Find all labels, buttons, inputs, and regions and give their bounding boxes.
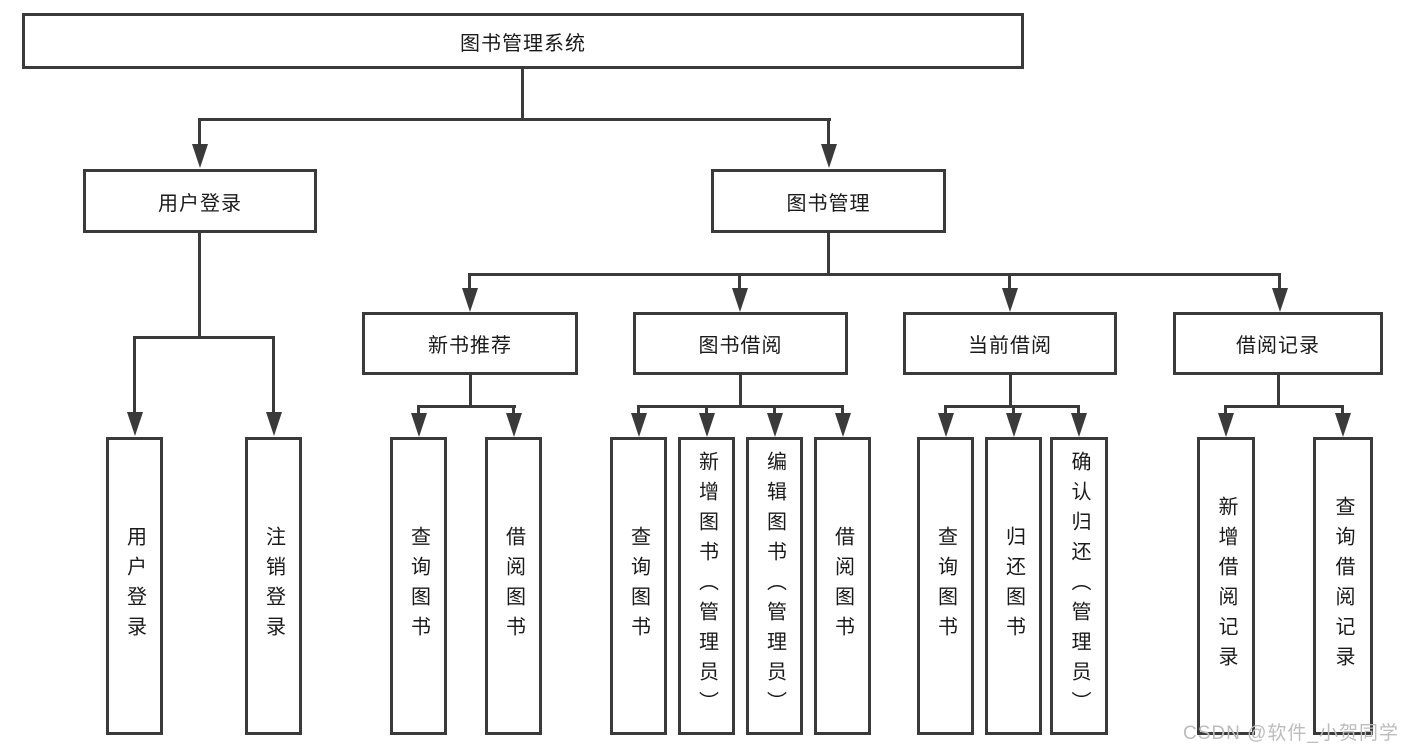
connector-v [133,336,136,413]
connector-v [468,273,471,289]
node-label: 编辑图书（管理员） [763,451,786,721]
node-label: 用户登录 [123,526,146,646]
node-query-books-current: 查询图书 [917,437,974,735]
connector-h [637,405,844,408]
node-label: 借阅记录 [1236,335,1320,357]
connector-v [417,405,420,415]
connector-v [198,233,201,338]
node-edit-books-admin: 编辑图书（管理员） [746,437,803,735]
connector-v [1009,375,1012,408]
connector-v [944,405,947,415]
node-label: 借阅图书 [502,526,525,646]
node-return-books: 归还图书 [985,437,1042,735]
connector-v [1277,375,1280,408]
node-label: 图书管理系统 [460,32,586,55]
node-label: 确认归还（管理员） [1068,451,1090,721]
node-label: 用户登录 [158,192,242,215]
node-label: 图书管理 [786,192,871,215]
node-label: 借阅图书 [831,526,854,646]
arrowhead-down [767,413,783,437]
arrowhead-down [938,413,954,437]
arrowhead-down [699,413,715,437]
arrowhead-down [1006,413,1022,437]
connector-v [827,118,830,146]
arrowhead-down [411,413,427,437]
arrowhead-down [1272,288,1288,312]
connector-v [1341,405,1344,415]
node-label: 图书借阅 [698,335,783,357]
connector-v [198,118,201,146]
connector-v [272,336,275,413]
node-label: 新增借阅记录 [1215,496,1237,676]
node-user-login-leaf: 用户登录 [106,437,163,735]
arrowhead-down [631,413,647,437]
arrowhead-down [192,144,208,168]
node-new-book-recommend: 新书推荐 [362,312,578,375]
node-library-management-system: 图书管理系统 [22,13,1024,69]
connector-h [1224,405,1344,408]
node-book-management: 图书管理 [711,169,946,233]
node-add-borrow-record: 新增借阅记录 [1197,437,1255,735]
connector-h [417,405,516,408]
connector-v [521,69,524,118]
node-current-borrowing: 当前借阅 [903,312,1117,375]
node-label: 查询图书 [407,526,430,646]
arrowhead-down [1002,288,1018,312]
node-book-borrowing: 图书借阅 [633,312,848,375]
arrowhead-down [821,144,837,168]
connector-v [827,233,830,276]
node-borrow-books-borrowing: 借阅图书 [814,437,871,735]
node-logout-leaf: 注销登录 [245,437,302,735]
arrowhead-down [127,412,143,436]
arrowhead-down [462,288,478,312]
arrowhead-down [1071,413,1087,437]
node-borrow-records: 借阅记录 [1173,312,1383,375]
connector-v [841,405,844,415]
node-label: 查询图书 [934,526,957,646]
node-query-books-newbooks: 查询图书 [390,437,447,735]
node-label: 新书推荐 [428,335,512,357]
connector-v [469,375,472,408]
node-label: 归还图书 [1002,526,1025,646]
arrowhead-down [835,413,851,437]
connector-v [1278,273,1281,289]
connector-v [739,375,742,408]
connector-v [773,405,776,415]
node-confirm-return-admin: 确认归还（管理员） [1050,437,1108,735]
node-label: 注销登录 [262,526,285,646]
node-label: 新增图书（管理员） [695,451,718,721]
connector-v [1077,405,1080,415]
connector-h [468,273,1281,276]
node-add-books-admin: 新增图书（管理员） [678,437,735,735]
node-label: 当前借阅 [968,335,1052,357]
node-label: 查询图书 [627,526,650,646]
connector-v [1012,405,1015,415]
csdn-watermark: CSDN @软件_小贺同学 [1183,723,1399,744]
arrowhead-down [266,412,282,436]
arrowhead-down [506,413,522,437]
connector-v [738,273,741,289]
connector-v [1224,405,1227,415]
node-label: 查询借阅记录 [1332,496,1354,676]
node-user-login: 用户登录 [83,169,317,233]
arrowhead-down [732,288,748,312]
node-borrow-books-newbooks: 借阅图书 [485,437,542,735]
connector-h [198,118,831,121]
connector-h [133,336,275,339]
node-query-books-borrowing: 查询图书 [610,437,667,735]
connector-v [512,405,515,415]
arrowhead-down [1335,413,1351,437]
connector-v [637,405,640,415]
connector-v [1008,273,1011,289]
node-query-borrow-record: 查询借阅记录 [1313,437,1373,735]
connector-v [705,405,708,415]
arrowhead-down [1218,413,1234,437]
